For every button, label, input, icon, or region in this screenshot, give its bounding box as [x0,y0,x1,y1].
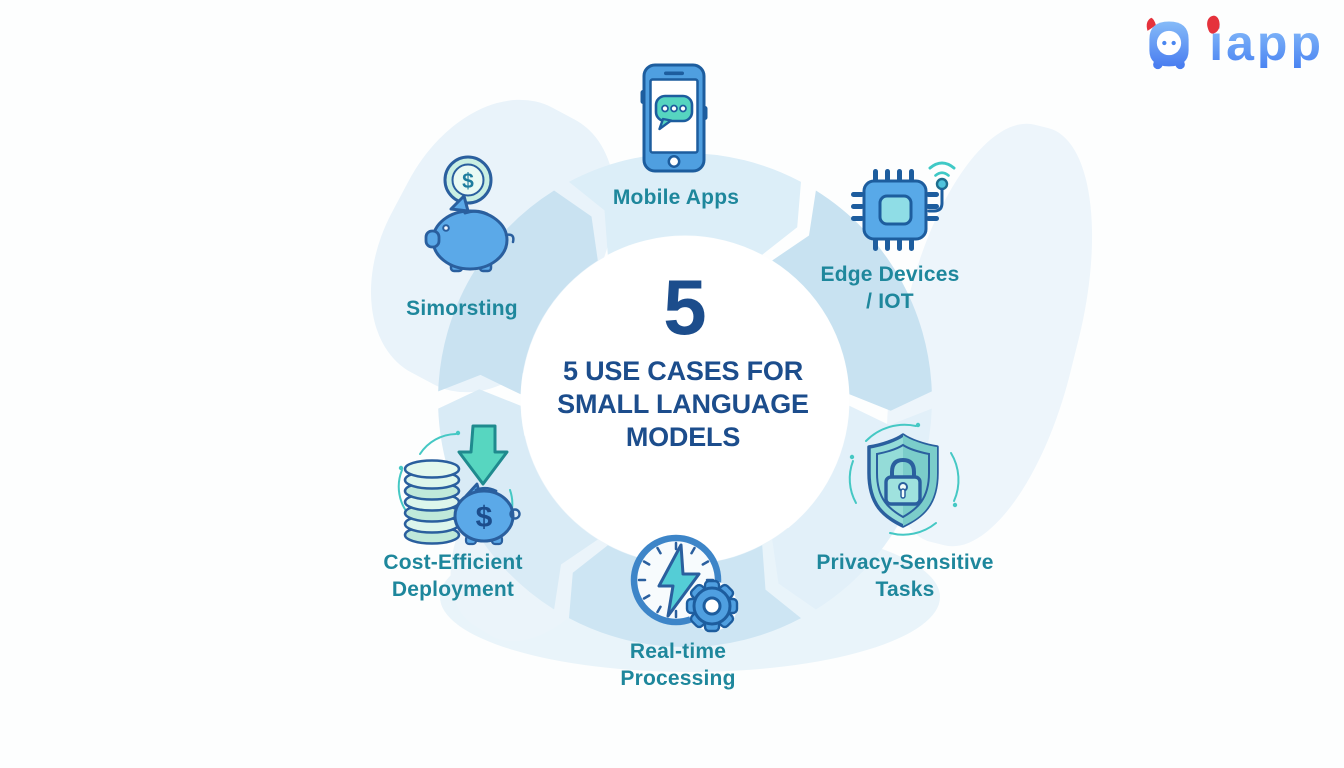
shield-lock-icon [848,422,960,536]
label-privacy-sensitive-tasks: Privacy-Sensitive Tasks [816,551,994,602]
label-simorsting: Simorsting [406,297,518,320]
smartphone-chat-icon [640,63,708,173]
chip-iot-wifi-icon [851,161,956,251]
center-circle [521,236,849,564]
label-real-time-processing: Real-time Processing [620,640,736,691]
label-edge-devices-iot: Edge Devices / IOT [820,263,960,314]
center-number: 5 [663,263,707,351]
clock-lightning-gear-icon [630,534,739,633]
iapp-logo: iapp [1141,12,1324,74]
label-mobile-apps: Mobile Apps [612,186,740,209]
ring-segment-1 [772,190,932,411]
coins-arrow-piggy-icon: $ [397,424,521,546]
ring-segment-0 [569,152,801,255]
infographic-title: 5 USE CASES FOR SMALL LANGUAGE MODELS [557,356,809,452]
label-cost-efficient-deployment: Cost-Efficient Deployment [383,551,523,602]
piggy-bank-coin-icon: $ [424,155,515,273]
ring-segment-5 [438,190,598,395]
robot-face-mascot-icon [1146,17,1189,70]
svg-text:$: $ [476,501,493,534]
logo-wordmark: iapp [1209,15,1324,71]
svg-text:$: $ [462,170,474,193]
